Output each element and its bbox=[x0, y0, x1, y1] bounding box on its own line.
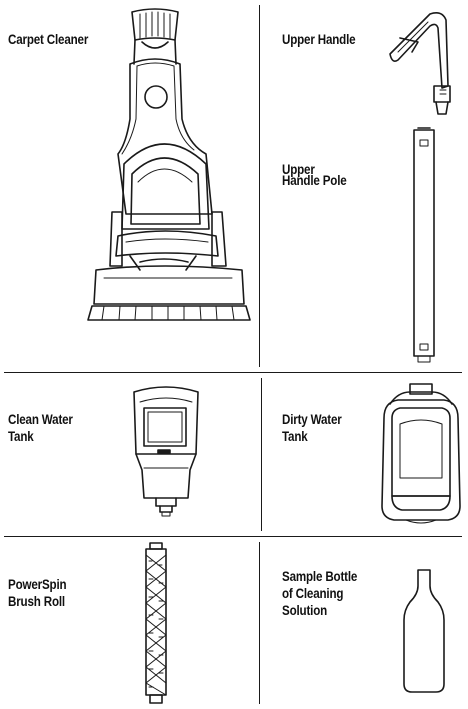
divider-bottom-vertical bbox=[259, 542, 260, 704]
divider-middle-vertical bbox=[261, 378, 262, 531]
carpet-cleaner-label: Carpet Cleaner bbox=[8, 32, 89, 47]
divider-row-2 bbox=[4, 536, 462, 537]
upper-handle-icon bbox=[389, 12, 451, 115]
divider-top-vertical bbox=[259, 5, 260, 367]
upper-handle-pole-label: Upper Handle Pole bbox=[282, 162, 347, 188]
clean-water-tank-label: Clean Water Tank bbox=[8, 412, 73, 444]
dirty-water-tank-icon bbox=[381, 383, 461, 524]
upper-handle-label: Upper Handle bbox=[282, 32, 356, 47]
carpet-cleaner-icon bbox=[87, 8, 251, 321]
divider-row-1 bbox=[4, 372, 462, 373]
clean-water-tank-icon bbox=[133, 386, 199, 517]
brush-roll-label: PowerSpin Brush Roll bbox=[8, 577, 67, 609]
dirty-water-tank-label: Dirty Water Tank bbox=[282, 412, 342, 444]
sample-bottle-label: Sample Bottle of Cleaning Solution bbox=[282, 569, 358, 618]
brush-roll-icon bbox=[145, 542, 167, 704]
bottle-icon bbox=[403, 569, 445, 693]
handle-pole-icon bbox=[413, 127, 435, 363]
